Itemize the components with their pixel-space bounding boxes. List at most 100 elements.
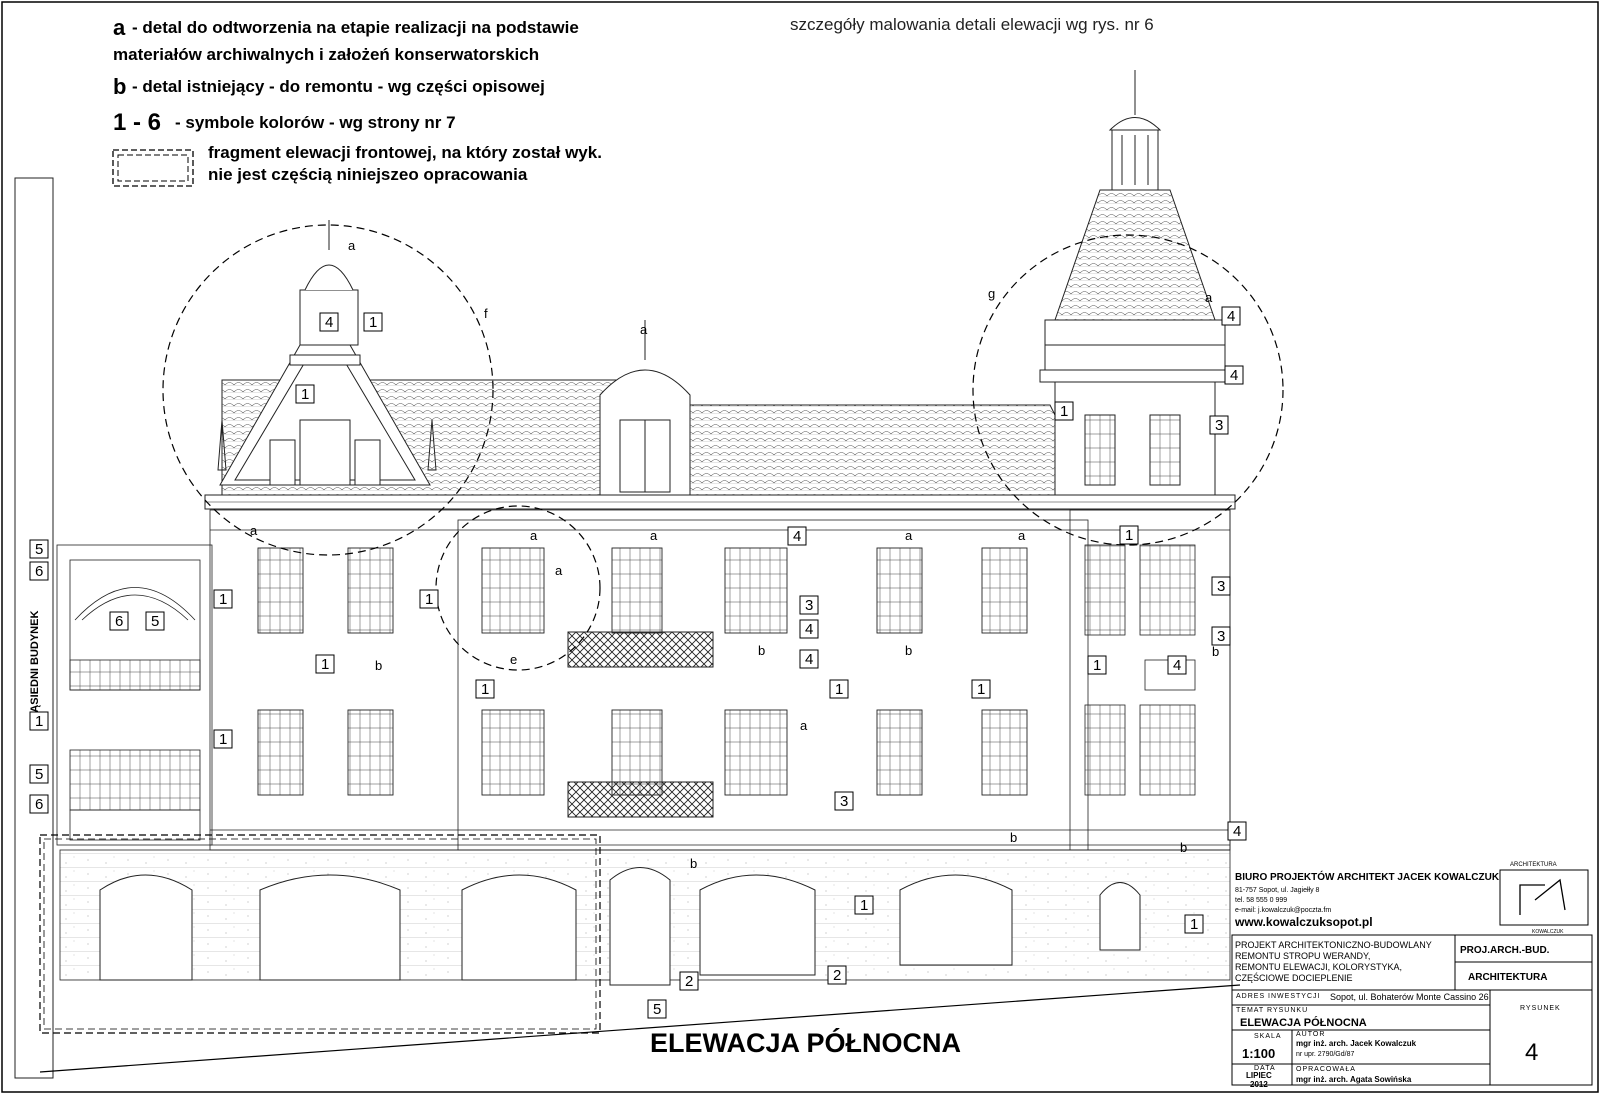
svg-text:a: a: [650, 528, 658, 543]
branch-1: PROJ.ARCH.-BUD.: [1460, 945, 1550, 956]
legend-colors-text: - symbole kolorów - wg strony nr 7: [175, 113, 456, 132]
svg-text:5: 5: [653, 1001, 661, 1018]
svg-text:1: 1: [369, 314, 377, 331]
svg-text:1: 1: [219, 731, 227, 748]
centre-dormer: [599, 320, 691, 496]
legend-colors-key: 1 - 6: [113, 109, 161, 136]
svg-text:4: 4: [1227, 308, 1235, 325]
windows-lower: [257, 709, 1028, 796]
svg-text:RYSUNEK: RYSUNEK: [1520, 1005, 1561, 1012]
investment-address: Sopot, ul. Bohaterów Monte Cassino 26: [1330, 992, 1489, 1002]
svg-text:DATA: DATA: [1254, 1065, 1276, 1072]
svg-text:b: b: [1180, 840, 1187, 855]
svg-text:SKALA: SKALA: [1254, 1033, 1282, 1040]
veranda: [56, 544, 213, 846]
svg-text:a: a: [530, 528, 538, 543]
colour-markers: 5 6 1 5 6 6 5 4 1 1 1 1 1 1 4 3 4 4 1 1 …: [29, 306, 1247, 1019]
svg-text:1: 1: [1093, 657, 1101, 674]
circle-label-g: g: [988, 286, 995, 301]
prepared-by: mgr inż. arch. Agata Sowińska: [1296, 1075, 1412, 1084]
svg-text:1: 1: [481, 681, 489, 698]
svg-text:5: 5: [35, 766, 43, 783]
legend: a - detal do odtworzenia na etapie reali…: [112, 15, 602, 187]
office-phone: tel. 58 555 0 999: [1235, 897, 1287, 904]
legend-a-text-1: - detal do odtworzenia na etapie realiza…: [132, 18, 579, 37]
svg-text:6: 6: [35, 563, 43, 580]
office-website: www.kowalczuksopot.pl: [1234, 915, 1373, 929]
note-top: szczegóły malowania detali elewacji wg r…: [790, 15, 1154, 34]
circle-label-f: f: [484, 306, 488, 321]
svg-text:3: 3: [805, 597, 813, 614]
svg-text:b: b: [690, 856, 697, 871]
logo-icon: [1519, 878, 1566, 915]
svg-text:b: b: [1212, 644, 1219, 659]
logo-bottom: KOWALCZUK: [1532, 929, 1564, 935]
branch-2: ARCHITEKTURA: [1468, 972, 1547, 983]
project-line-2: REMONTU STROPU WERANDY,: [1235, 951, 1370, 961]
sheet-number: 4: [1525, 1039, 1538, 1066]
svg-text:2: 2: [685, 973, 693, 990]
svg-text:2: 2: [833, 967, 841, 984]
detail-circles: [162, 224, 1284, 671]
svg-text:ADRES INWESTYCJI: ADRES INWESTYCJI: [1236, 993, 1320, 1000]
logo-top: ARCHITEKTURA: [1510, 862, 1557, 868]
side-label: SĄSIEDNI BUDYNEK: [29, 611, 41, 720]
svg-text:a: a: [250, 523, 258, 538]
svg-text:1: 1: [860, 897, 868, 914]
svg-text:b: b: [375, 658, 382, 673]
balcony-upper: [567, 631, 714, 668]
svg-text:6: 6: [115, 613, 123, 630]
svg-text:OPRACOWAŁA: OPRACOWAŁA: [1296, 1066, 1356, 1073]
svg-text:1: 1: [1125, 527, 1133, 544]
svg-text:5: 5: [35, 541, 43, 558]
svg-text:6: 6: [35, 796, 43, 813]
right-bay: [1069, 509, 1231, 851]
detail-letters: a a a a a a a a a a b b b b b b b: [250, 238, 1219, 871]
svg-text:4: 4: [325, 314, 333, 331]
svg-text:4: 4: [1173, 657, 1181, 674]
svg-text:3: 3: [1217, 628, 1225, 645]
fragment-frame: [39, 834, 601, 1034]
svg-text:TEMAT RYSUNKU: TEMAT RYSUNKU: [1236, 1007, 1308, 1014]
author: mgr inż. arch. Jacek Kowalczuk: [1296, 1039, 1417, 1048]
svg-text:4: 4: [1233, 823, 1241, 840]
svg-text:a: a: [640, 322, 648, 337]
svg-text:AUTOR: AUTOR: [1296, 1031, 1325, 1038]
svg-text:3: 3: [840, 793, 848, 810]
svg-text:4: 4: [805, 621, 813, 638]
date-month: LIPIEC: [1246, 1071, 1272, 1080]
tower: [1039, 70, 1231, 496]
office-name: BIURO PROJEKTÓW ARCHITEKT JACEK KOWALCZU…: [1235, 870, 1500, 883]
svg-text:3: 3: [1215, 417, 1223, 434]
project-line-1: PROJEKT ARCHITEKTONICZNO-BUDOWLANY: [1235, 940, 1432, 950]
svg-text:1: 1: [977, 681, 985, 698]
svg-text:1: 1: [425, 591, 433, 608]
svg-text:4: 4: [793, 528, 801, 545]
logo: [1499, 869, 1589, 926]
legend-b-key: b: [113, 74, 126, 99]
legend-fragment-text-2: nie jest częścią niniejszeo opracowania: [208, 165, 528, 184]
svg-text:1: 1: [835, 681, 843, 698]
svg-text:4: 4: [805, 651, 813, 668]
legend-b-text: - detal istniejący - do remontu - wg czę…: [132, 77, 545, 96]
project-line-4: CZĘŚCIOWE DOCIEPLENIE: [1235, 972, 1353, 983]
svg-text:4: 4: [1230, 367, 1238, 384]
svg-text:1: 1: [321, 656, 329, 673]
license: nr upr. 2790/Gd/87: [1296, 1051, 1354, 1058]
svg-text:1: 1: [301, 386, 309, 403]
circle-label-e: e: [510, 652, 517, 667]
legend-a-key: a: [113, 15, 126, 40]
svg-text:a: a: [1205, 290, 1213, 305]
svg-text:a: a: [348, 238, 356, 253]
svg-text:1: 1: [1190, 916, 1198, 933]
svg-text:a: a: [1018, 528, 1026, 543]
drawing-title: ELEWACJA PÓŁNOCNA: [650, 1027, 961, 1058]
drawing-name: ELEWACJA PÓŁNOCNA: [1240, 1016, 1367, 1029]
legend-dashed-box-icon: [112, 149, 194, 187]
balcony-lower: [567, 781, 714, 818]
office-address: 81-757 Sopot, ul. Jagiełły 8: [1235, 887, 1320, 894]
svg-text:b: b: [758, 643, 765, 658]
neighbour-outline: [14, 177, 54, 1079]
